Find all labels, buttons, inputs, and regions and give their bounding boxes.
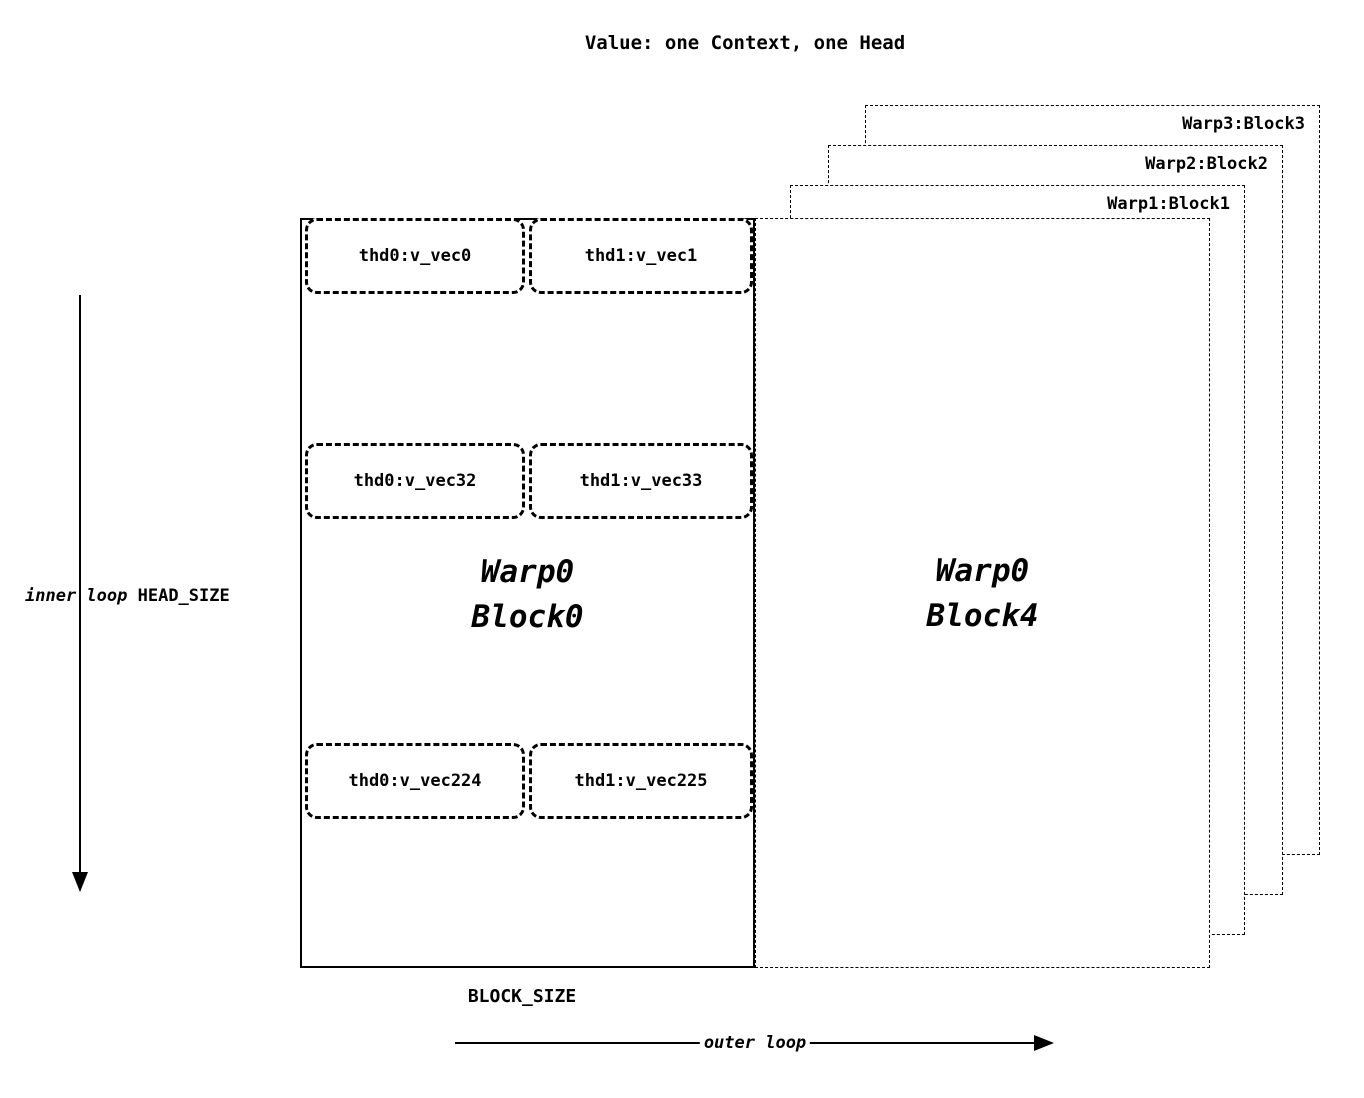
block-warp3-block3-label: Warp3:Block3 — [1182, 114, 1305, 134]
thread-box-thd1-vvec33: thd1:v_vec33 — [529, 443, 753, 519]
inner-loop-text: inner loop — [25, 586, 128, 606]
block-label: Block4 — [926, 597, 1039, 634]
block-warp0-block4: Warp0 Block4 — [755, 218, 1210, 968]
warp-label: Warp0 — [480, 554, 575, 590]
block-warp0-block0: thd0:v_vec0 thd1:v_vec1 thd0:v_vec32 thd… — [300, 218, 755, 968]
thread-box-thd0-vvec224: thd0:v_vec224 — [305, 743, 525, 819]
inner-loop-label: inner loop HEAD_SIZE — [25, 586, 230, 606]
block-size-label: BLOCK_SIZE — [467, 986, 577, 1007]
block-label: Block0 — [471, 598, 584, 635]
outer-loop-arrow-head — [1034, 1035, 1054, 1051]
block-warp0-block0-caption: Warp0 Block0 — [302, 550, 753, 640]
diagram-title: Value: one Context, one Head — [584, 32, 906, 54]
inner-loop-arrow-line — [79, 295, 81, 873]
thread-box-thd1-vvec1: thd1:v_vec1 — [529, 218, 753, 294]
head-size-text: HEAD_SIZE — [137, 586, 230, 606]
block-warp0-block4-caption: Warp0 Block4 — [756, 549, 1209, 639]
block-warp1-block1-label: Warp1:Block1 — [1107, 194, 1230, 214]
outer-loop-label: outer loop — [699, 1033, 811, 1053]
inner-loop-arrow-head — [72, 872, 88, 892]
block-warp2-block2-label: Warp2:Block2 — [1145, 154, 1268, 174]
thread-box-thd0-vvec0: thd0:v_vec0 — [305, 218, 525, 294]
thread-box-thd0-vvec32: thd0:v_vec32 — [305, 443, 525, 519]
warp-label: Warp0 — [935, 553, 1030, 589]
thread-box-thd1-vvec225: thd1:v_vec225 — [529, 743, 753, 819]
